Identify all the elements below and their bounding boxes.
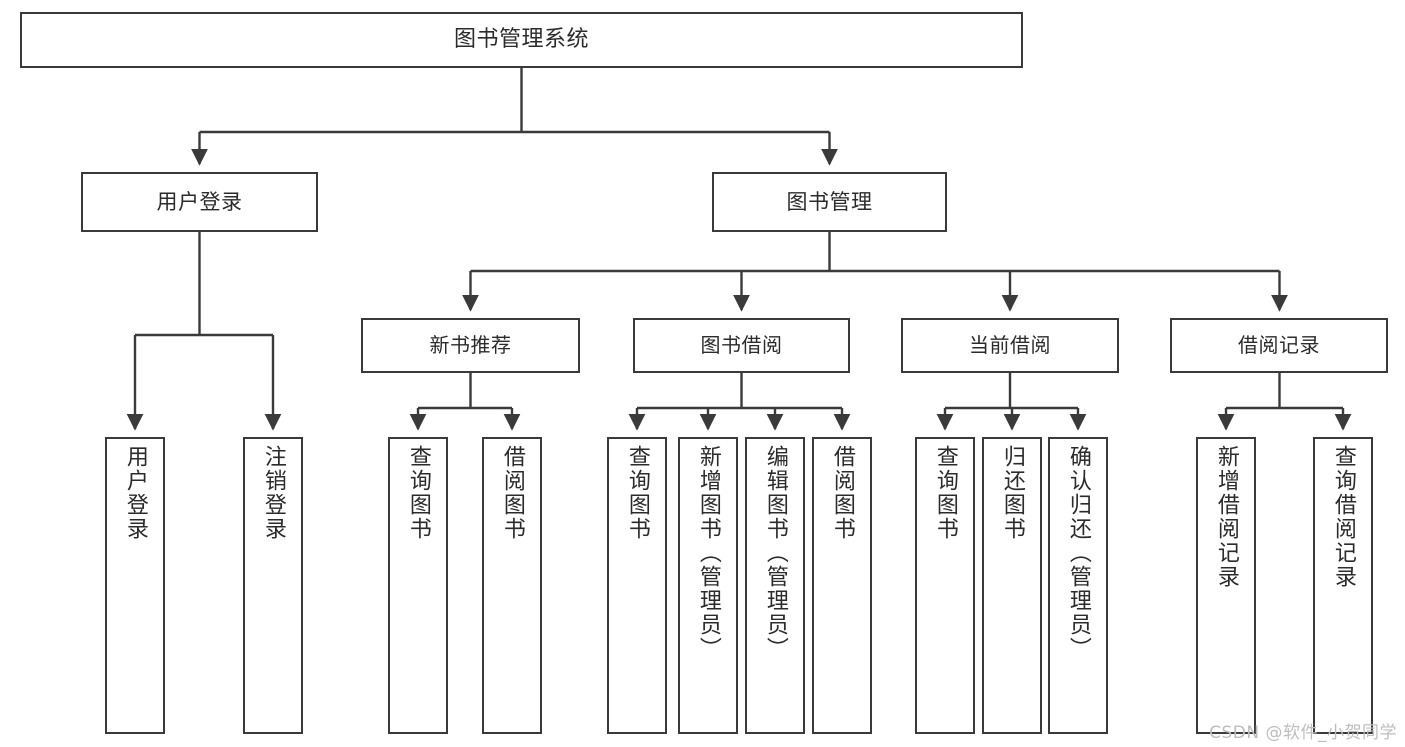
node-leaf-label: 查询图书 [405, 445, 431, 541]
node-leaf-label: 用户登录 [122, 445, 148, 541]
node-new-book[interactable]: 新书推荐 [361, 318, 580, 373]
node-user-login[interactable]: 用户登录 [81, 172, 318, 232]
node-book-mgmt-label: 图书管理 [786, 189, 873, 214]
node-leaf-label: 查询借阅记录 [1330, 445, 1356, 589]
node-leaf-label: 编辑图书（管理员） [762, 445, 788, 661]
node-leaf-label: 新增图书（管理员） [695, 445, 721, 661]
node-leaf-confirm-return-admin[interactable]: 确认归还（管理员） [1048, 437, 1108, 734]
node-cur-borrow-label: 当前借阅 [969, 333, 1051, 357]
node-book-borrow[interactable]: 图书借阅 [633, 318, 850, 373]
node-borrow-rec[interactable]: 借阅记录 [1170, 318, 1388, 373]
node-leaf-logout[interactable]: 注销登录 [243, 437, 303, 734]
node-root[interactable]: 图书管理系统 [20, 12, 1023, 68]
node-user-login-label: 用户登录 [156, 189, 243, 214]
node-book-mgmt[interactable]: 图书管理 [712, 172, 947, 232]
node-leaf-label: 新增借阅记录 [1213, 445, 1239, 589]
node-leaf-add-book-admin[interactable]: 新增图书（管理员） [678, 437, 738, 734]
node-leaf-query-book-borrow[interactable]: 查询图书 [607, 437, 667, 734]
node-leaf-return-book[interactable]: 归还图书 [982, 437, 1042, 734]
node-leaf-borrow-book[interactable]: 借阅图书 [812, 437, 872, 734]
node-leaf-query-book-new[interactable]: 查询图书 [388, 437, 448, 734]
node-leaf-user-login[interactable]: 用户登录 [105, 437, 165, 734]
node-leaf-label: 借阅图书 [829, 445, 855, 541]
node-book-borrow-label: 图书借阅 [700, 333, 783, 357]
watermark: CSDN @软件_小贺同学 [1209, 723, 1397, 743]
node-root-label: 图书管理系统 [453, 27, 589, 53]
node-new-book-label: 新书推荐 [429, 333, 512, 357]
node-borrow-rec-label: 借阅记录 [1238, 333, 1320, 357]
node-leaf-label: 归还图书 [999, 445, 1025, 541]
node-cur-borrow[interactable]: 当前借阅 [901, 318, 1119, 373]
node-leaf-label: 查询图书 [932, 445, 958, 541]
node-leaf-query-borrow-record[interactable]: 查询借阅记录 [1313, 437, 1373, 734]
node-leaf-add-borrow-record[interactable]: 新增借阅记录 [1196, 437, 1256, 734]
node-leaf-edit-book-admin[interactable]: 编辑图书（管理员） [745, 437, 805, 734]
node-leaf-label: 注销登录 [260, 445, 286, 541]
node-leaf-borrow-book-new[interactable]: 借阅图书 [482, 437, 542, 734]
node-leaf-label: 借阅图书 [499, 445, 525, 541]
node-leaf-label: 确认归还（管理员） [1065, 445, 1091, 661]
node-leaf-query-book-cur[interactable]: 查询图书 [915, 437, 975, 734]
node-leaf-label: 查询图书 [624, 445, 650, 541]
